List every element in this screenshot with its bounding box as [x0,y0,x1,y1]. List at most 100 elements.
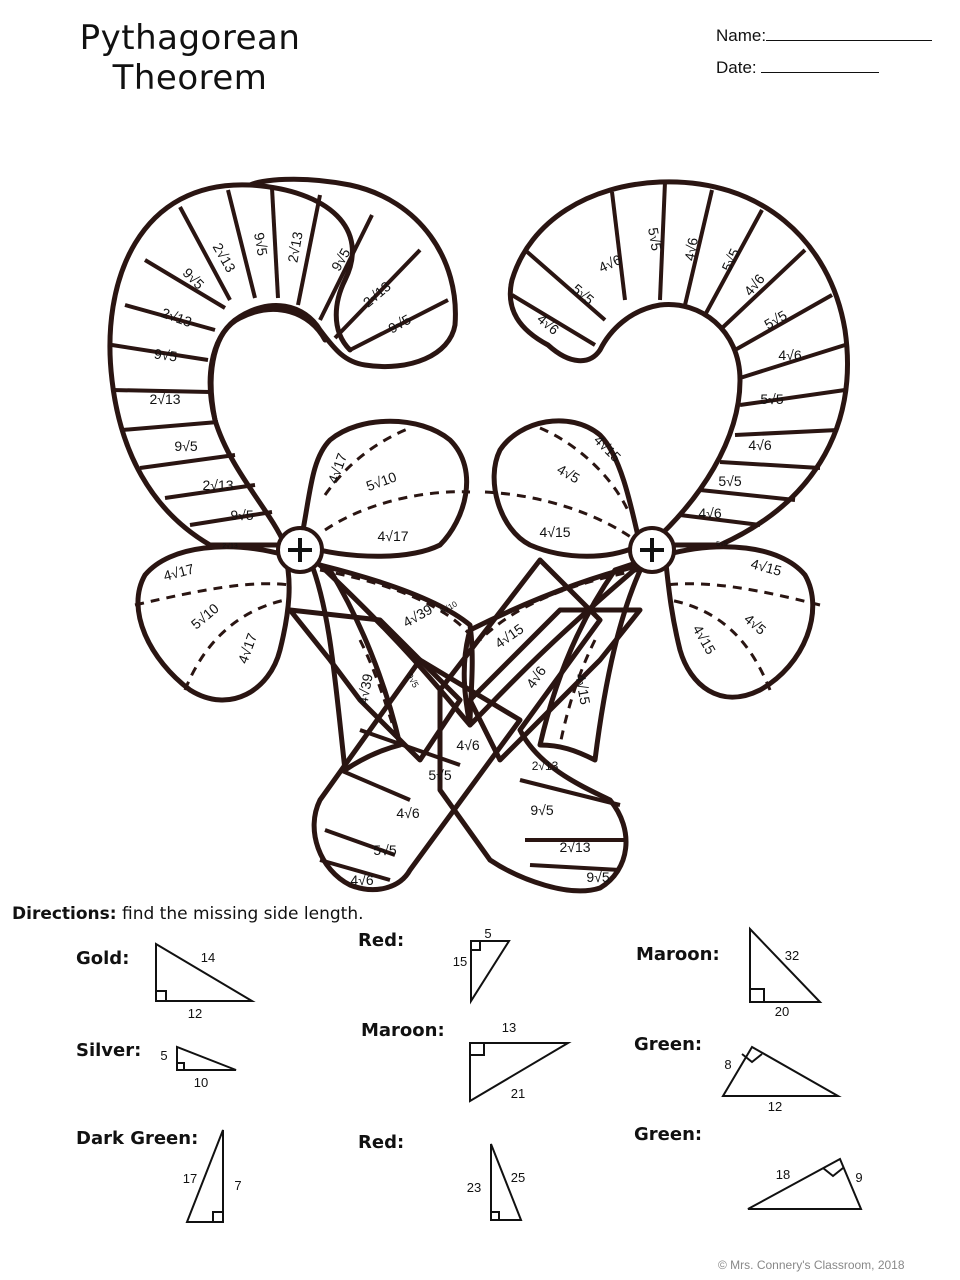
triangle-gold [155,942,256,1002]
side-length: 12 [768,1099,782,1114]
right-cane-label: 4√6 [681,236,701,262]
left-ribbon [307,557,403,773]
knot-crosses [288,538,664,562]
left-cane-label: 9√5 [180,265,208,293]
name-line[interactable] [766,24,933,41]
side-length: 25 [511,1170,525,1185]
right-cane-label: 4√6 [778,347,801,363]
color-label-red: Red: [358,930,405,951]
left-cane-label: 2√13 [222,542,238,550]
right-cane-label: 5√5 [760,391,783,407]
color-label-gold: Gold: [76,948,130,969]
crossing-label: 9√5 [586,869,609,885]
title-line-1: Pythagorean [79,18,301,58]
right-cane-label: 4√6 [534,311,562,338]
right-bow-upper-loop [491,418,643,559]
crossing-label: 4√6 [456,737,479,753]
left-cane-label: 2√13 [149,391,180,407]
date-label: Date: [716,58,757,77]
name-field[interactable]: Name: [716,24,933,46]
triangle-maroon-1 [469,1042,572,1103]
side-length: 8 [724,1057,731,1072]
color-label-maroon: Maroon: [361,1020,445,1041]
crossing-label: 5√5 [428,767,451,783]
side-length: 10 [194,1075,208,1090]
crossing-label: 9√5 [530,802,553,818]
bow-label: 4√15 [572,672,593,706]
side-length: 18 [776,1167,790,1182]
bow-label: 4√15 [539,524,570,540]
color-label-green: Green: [634,1034,703,1055]
worksheet-title: Pythagorean Theorem [70,18,310,98]
right-stick-lower [467,607,643,763]
triangle-red-1 [470,940,511,1005]
crossing-label: 2√13 [532,759,559,773]
bow-label: 4√39 [355,672,376,706]
left-bow-upper-loop [297,418,470,559]
color-label-red: Red: [358,1132,405,1153]
bow-label: 4√15 [591,432,624,465]
title-line-2: Theorem [112,58,268,98]
side-length: 5 [484,926,491,941]
bow-label: 4√17 [162,560,196,584]
left-stick-lower [287,607,463,763]
side-length: 9 [855,1170,862,1185]
left-cane-label: 9√5 [153,346,178,365]
left-cane-label: 9√5 [230,507,253,523]
side-length: 13 [502,1020,516,1035]
left-cane-label: 9√5 [251,231,271,257]
right-ribbon [537,557,648,763]
right-cane-stripes [510,181,846,527]
right-cane-label: 5√5 [645,226,665,252]
right-cane-label: 4√6 [741,271,768,299]
right-cane-label: 5√5 [569,281,597,308]
name-label: Name: [716,26,767,45]
left-cane-label: 2√13 [285,230,306,264]
triangle-green-1 [721,1045,842,1097]
bow-label: 4√5 [741,611,769,638]
side-length: 15 [453,954,467,969]
triangle-green-2 [747,1157,863,1210]
directions-label: Directions: [12,904,117,924]
left-cane-stripes [111,187,449,527]
crossing-stripes [319,728,625,882]
side-length: 14 [201,950,215,965]
side-length: 32 [785,948,799,963]
side-length: 12 [188,1006,202,1021]
right-cane-label: 4√6 [698,505,721,521]
right-cane-outline [507,179,850,548]
side-length: 7 [234,1178,241,1193]
cane-crossing-a [311,657,523,893]
color-label-silver: Silver: [76,1040,142,1061]
side-length: 21 [511,1086,525,1101]
crossing-label: 2√13 [559,839,590,855]
copyright: © Mrs. Connery's Classroom, 2018 [718,1258,905,1272]
right-cane-label: 5√5 [761,307,789,333]
side-length: 23 [467,1180,481,1195]
bow-label: 5√10 [188,600,222,632]
bow-label: 9√5 [405,672,421,690]
side-length: 17 [183,1171,197,1186]
side-length: 5 [160,1048,167,1063]
bow-dashes [134,426,821,746]
crossing-label: 4√6 [350,872,373,888]
date-line[interactable] [761,56,880,73]
date-field[interactable]: Date: [716,56,880,78]
triangle-maroon-2 [749,926,823,1003]
left-cane-inner [208,307,328,423]
bow-label: 5√10 [364,468,399,494]
right-cane-label: 5√5 [718,473,741,489]
bow-knots [276,526,676,574]
directions-text: find the missing side length. [116,904,364,924]
bow-label: 4√5 [554,461,582,487]
triangle-red-2 [490,1143,523,1221]
side-length: 20 [775,1004,789,1019]
triangles [155,926,863,1223]
left-cane-label: 9√5 [174,438,197,454]
color-label-dark-green: Dark Green: [76,1128,199,1149]
crossing-label: 5√5 [373,842,396,858]
crossing-label: 4√6 [396,805,419,821]
bow-label: 4√15 [690,622,719,657]
cane-crossing-b [437,557,629,894]
